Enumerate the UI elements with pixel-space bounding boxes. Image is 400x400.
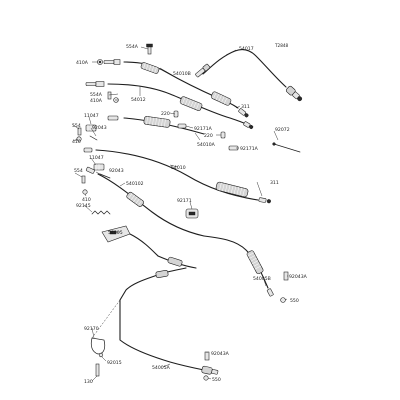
label-92171: 92171 [177,198,192,204]
spring-92145[interactable] [91,210,111,215]
label-92072: 92072 [275,127,290,133]
label-220-top: 220 [161,111,170,117]
part-130[interactable] [95,363,100,377]
cable-54012[interactable] [85,81,254,130]
label-311-top: 311 [241,104,250,110]
part-554a-top[interactable] [146,43,153,55]
part-92043-mid[interactable] [99,173,111,179]
part-220-mid[interactable] [220,131,226,139]
clamp-92170[interactable] [90,337,106,355]
label-540102: 540102 [126,181,144,187]
label-54010: 54010 [171,165,186,171]
rod-92072[interactable] [272,142,301,153]
part-11047-mid[interactable] [93,163,105,171]
leader-lines [72,46,288,382]
label-220-mid: 220 [204,133,213,139]
cable-54010b[interactable] [103,59,249,118]
label-554a-mid: 554A [90,92,103,98]
label-11047-top: 11047 [84,113,99,119]
label-92043-top: 92043 [92,125,107,131]
diagram-code: T2848 [274,43,289,48]
cable-54010[interactable] [83,147,271,204]
part-554-top[interactable] [77,127,82,136]
cable-54005b[interactable] [203,235,274,297]
label-92145: 92145 [76,203,91,209]
part-410a-top[interactable] [97,59,103,65]
label-92015: 92015 [107,360,122,366]
part-92171a-top[interactable] [177,123,187,129]
label-550-right: 550 [290,298,299,304]
part-554-mid[interactable] [81,175,86,184]
label-130: 130 [84,379,93,385]
label-92171a-top: 92171A [194,126,213,132]
cable-540102[interactable] [85,166,205,237]
part-92171[interactable] [185,208,199,219]
label-550-bottom: 550 [212,377,221,383]
label-554-mid: 554 [74,168,83,174]
label-92171a-mid: 92171A [240,146,259,152]
label-92043a-right: 92043A [289,274,308,280]
label-92170: 92170 [84,326,99,332]
label-54005b: 54005B [253,276,271,282]
label-554-top: 554 [72,123,81,129]
label-410-top: 410 [72,139,81,145]
label-410-mid: 410 [82,197,91,203]
part-92043a-bottom[interactable] [204,351,210,361]
label-410a-top: 410A [76,60,89,66]
label-54005a: 54005A [152,365,171,371]
part-92043-top[interactable] [89,135,98,141]
label-54017: 54017 [239,46,254,52]
cable-54017[interactable] [195,49,304,103]
label-92043a-bottom: 92043A [211,351,230,357]
part-92015[interactable] [98,352,104,358]
part-410-top[interactable] [76,136,82,142]
part-550-bottom[interactable] [203,375,209,381]
label-92043-mid: 92043 [109,168,124,174]
label-410a-mid: 410A [90,98,103,104]
part-labels: 554A 54017 410A 54010B 554A 410A 54012 3… [72,44,308,385]
cable-54005-long[interactable] [157,255,197,269]
label-54010b: 54010B [173,71,191,77]
part-410-mid[interactable] [82,189,88,195]
label-54005: 54005 [108,230,123,236]
cable-54005a[interactable] [119,267,219,376]
label-11047-mid: 11047 [89,155,104,161]
cable-54010a[interactable] [107,115,205,135]
label-54010a: 54010A [197,142,216,148]
label-554a-top: 554A [126,44,139,50]
lever-54005[interactable] [101,225,159,257]
label-54012: 54012 [131,97,146,103]
part-554a-mid[interactable] [107,91,112,100]
part-550-right[interactable] [280,297,286,303]
label-311-mid: 311 [270,180,279,186]
